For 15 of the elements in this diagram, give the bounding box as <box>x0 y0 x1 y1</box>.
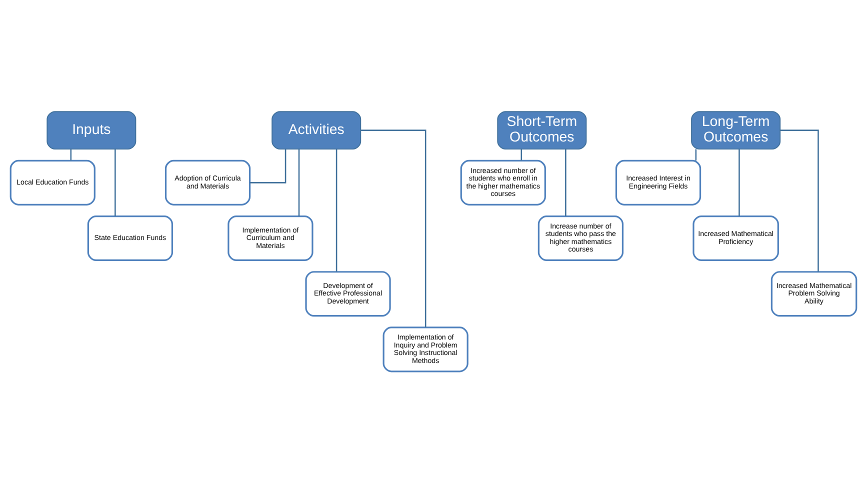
connector <box>250 148 286 183</box>
connector <box>298 148 300 216</box>
connector <box>780 129 819 272</box>
node-box: Short-Term Outcomes <box>497 110 587 150</box>
connector <box>520 148 522 160</box>
connector <box>695 148 697 160</box>
node-box: Activities <box>272 110 362 150</box>
node-box: Long-Term Outcomes <box>691 110 781 150</box>
connector <box>565 148 566 216</box>
connector <box>738 148 740 216</box>
connector <box>70 148 72 160</box>
connector <box>360 129 426 327</box>
connector <box>114 148 116 216</box>
node-box: Inputs <box>46 110 136 150</box>
connector <box>336 148 338 272</box>
